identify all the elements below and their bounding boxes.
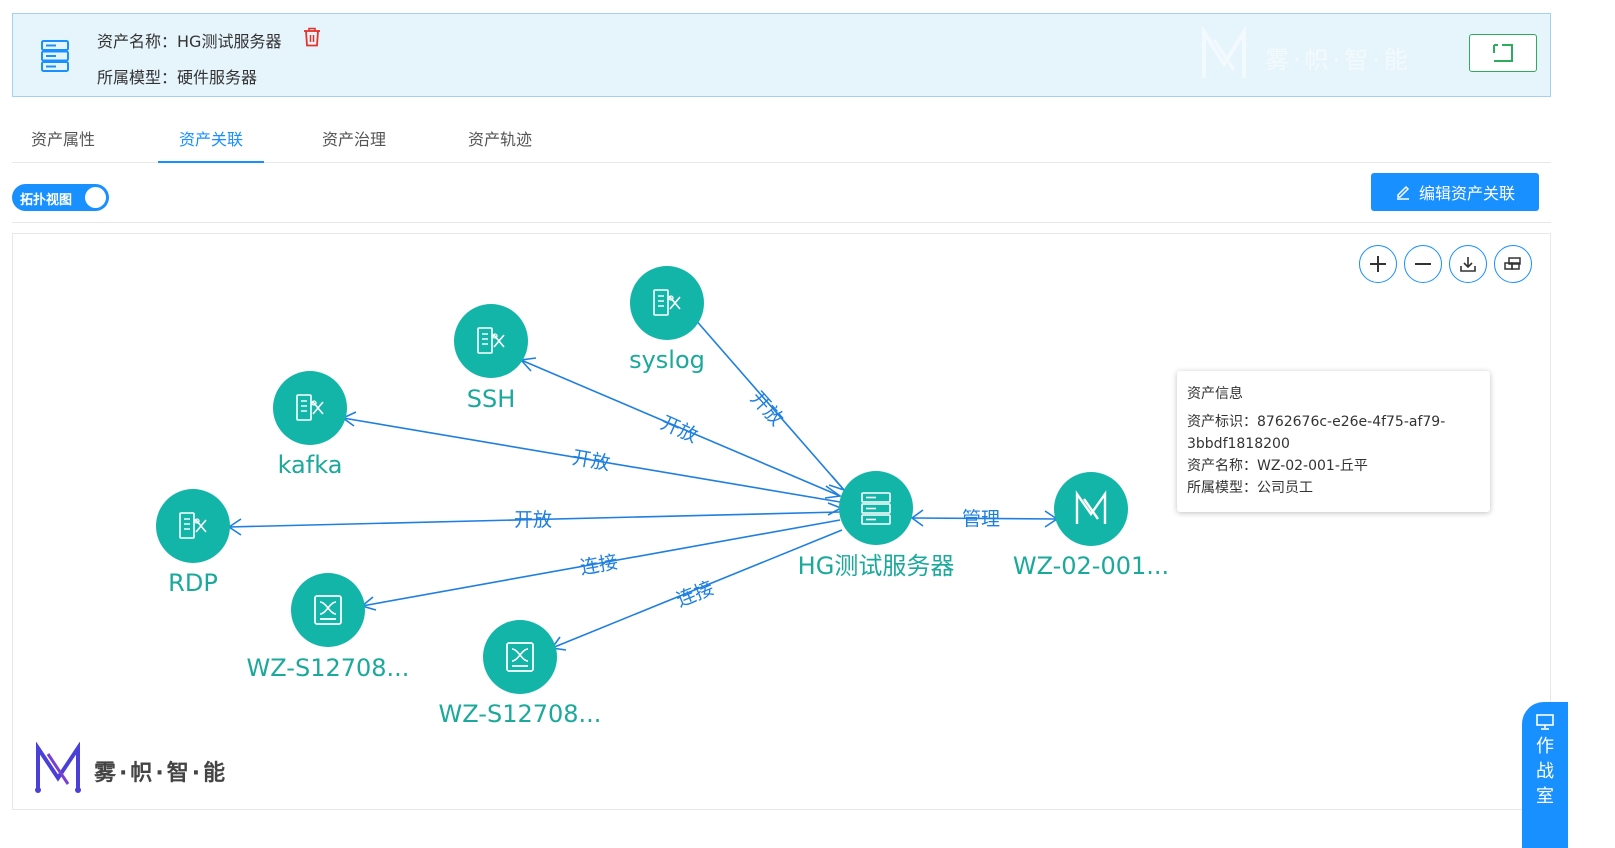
asset-name-label: 资产名称： [97,32,178,51]
monitor-icon [1536,714,1554,730]
return-icon [1493,44,1513,62]
toggle-knob [85,187,106,208]
tooltip-name-row: 资产名称：WZ-02-001-丘平 [1187,455,1480,477]
tooltip-title: 资产信息 [1187,386,1243,402]
tab-asset-relations[interactable]: 资产关联 [158,126,264,163]
zoom-out-icon [1415,263,1431,265]
node-label-switch-2: WZ-S12708... [439,700,602,728]
graph-edges [227,308,1059,651]
graph-node-switch-1[interactable]: WZ-S12708... [247,573,410,682]
node-label-switch-1: WZ-S12708... [247,654,410,682]
edge-hg-sw1 [361,519,841,607]
graph-node-syslog[interactable]: syslog [629,266,705,374]
topology-canvas[interactable] [12,233,1551,810]
brand-logo-icon [35,741,81,793]
tooltip-name-value: WZ-02-001-丘平 [1257,458,1368,474]
server-icon [861,492,891,525]
edge-label-kafka: 开放 [570,447,611,475]
edge-hg-rdp [228,511,841,528]
graph-node-wz-employee[interactable]: WZ-02-001... [1013,472,1169,580]
download-button[interactable] [1449,245,1487,283]
topology-view-toggle[interactable]: 拓扑视图 [12,184,109,211]
node-label-syslog: syslog [629,346,705,374]
brand-text: 雾·帜·智·能 [94,761,229,786]
tooltip-id-row: 资产标识：8762676c-e26e-4f75-af79-3bbdf181820… [1187,411,1480,455]
edge-label-syslog: 开放 [746,387,788,430]
tooltip-id-value: 8762676c-e26e-4f75-af79-3bbdf1818200 [1187,414,1446,452]
edge-label-sw1: 连接 [578,551,619,579]
edge-hg-wz [911,517,1058,520]
node-label-ssh: SSH [467,385,516,413]
zoom-in-icon [1370,256,1386,272]
edge-hg-syslog [686,309,845,491]
graph-node-kafka[interactable]: kafka [273,371,347,479]
edge-label-rdp: 开放 [514,509,552,531]
war-room-label: 作战室 [1536,736,1554,807]
graph-node-switch-2[interactable]: WZ-S12708... [439,620,602,728]
edge-hg-sw2 [551,529,843,649]
asset-tabs: 资产属性 资产关联 资产治理 资产轨迹 [12,113,1551,163]
edit-button-label: 编辑资产关联 [1418,184,1515,203]
brand-logo: 雾·帜·智·能 [32,741,225,798]
fit-view-button[interactable] [1494,245,1532,283]
zoom-out-button[interactable] [1404,245,1442,283]
edit-icon [1396,185,1410,200]
edit-relations-button[interactable]: 编辑资产关联 [1371,173,1539,211]
back-button[interactable] [1469,34,1537,72]
asset-model-label: 所属模型： [97,68,178,87]
brand-watermark-icon [1202,25,1246,78]
tooltip-model-value: 公司员工 [1257,480,1313,496]
toggle-label: 拓扑视图 [20,193,73,208]
asset-header: 资产名称：HG测试服务器 所属模型：硬件服务器 雾·帜·智·能 [12,13,1551,97]
asset-model-value: 硬件服务器 [177,68,258,87]
header-watermark: 雾·帜·智·能 [1199,25,1408,86]
node-label-hg-server: HG测试服务器 [798,552,955,580]
node-label-kafka: kafka [278,451,343,479]
graph-node-rdp[interactable]: RDP [156,489,230,597]
asset-info-tooltip: 资产信息 资产标识：8762676c-e26e-4f75-af79-3bbdf1… [1177,371,1490,512]
node-label-rdp: RDP [168,569,218,597]
tooltip-id-label: 资产标识： [1187,414,1257,430]
asset-model-line: 所属模型：硬件服务器 [97,64,257,88]
watermark-text: 雾·帜·智·能 [1265,46,1412,74]
asset-name-line: 资产名称：HG测试服务器 [97,28,281,52]
graph-node-ssh[interactable]: SSH [454,304,528,413]
trash-icon[interactable] [303,27,321,47]
edge-label-sw2: 连接 [673,577,716,612]
tab-asset-attributes[interactable]: 资产属性 [31,130,96,149]
edge-hg-ssh [520,359,841,497]
tooltip-model-label: 所属模型： [1187,480,1257,496]
tab-asset-governance[interactable]: 资产治理 [322,130,387,149]
zoom-in-button[interactable] [1359,245,1397,283]
war-room-button[interactable]: 作战室 [1522,702,1568,848]
tab-asset-trajectory[interactable]: 资产轨迹 [468,130,533,149]
edge-hg-kafka [342,417,841,503]
server-icon [41,40,69,72]
edge-label-ssh: 开放 [657,412,701,448]
divider [12,222,1551,223]
asset-name-value: HG测试服务器 [177,32,282,51]
fit-view-icon [1504,257,1521,270]
node-label-wz-employee: WZ-02-001... [1013,552,1169,580]
tooltip-model-row: 所属模型：公司员工 [1187,477,1480,499]
graph-node-hg-server[interactable]: HG测试服务器 [798,471,955,580]
edge-label-wz: 管理 [962,508,1000,530]
tooltip-name-label: 资产名称： [1187,458,1257,474]
brand-logo-icon [1075,490,1107,524]
download-icon [1460,257,1476,272]
